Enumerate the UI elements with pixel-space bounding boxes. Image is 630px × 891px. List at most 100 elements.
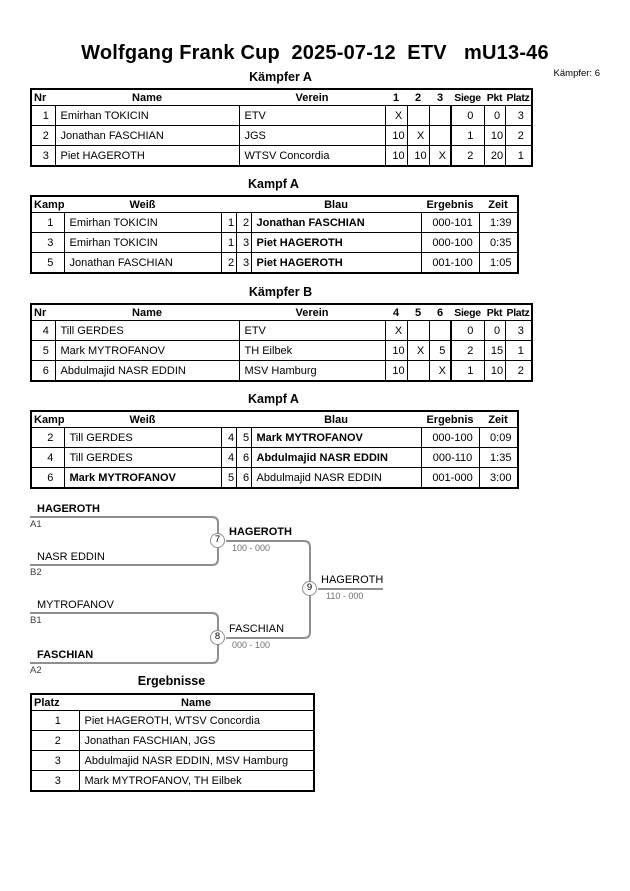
cell-weiss: Jonathan FASCHIAN xyxy=(63,252,222,274)
col-header: Blau xyxy=(251,411,421,428)
col-header: Kampf xyxy=(31,196,64,213)
cell-result: X xyxy=(428,145,452,167)
cell-blau-nr: 3 xyxy=(235,252,252,274)
table-header-row: Platz Name xyxy=(31,694,314,711)
cell-verein: JGS xyxy=(238,125,386,146)
cell-result: 5 xyxy=(428,340,452,361)
col-header: Blau xyxy=(251,196,421,213)
cell-platz: 2 xyxy=(504,360,533,382)
cell-name: Piet HAGEROTH, WTSV Concordia xyxy=(78,710,315,731)
table-row: 5 Jonathan FASCHIAN 2 3 Piet HAGEROTH 00… xyxy=(30,252,519,274)
cell-ergebnis: 000-101 xyxy=(420,212,480,233)
cell-result: X xyxy=(384,105,408,126)
cell-nr: 4 xyxy=(30,320,56,341)
col-header: Verein xyxy=(239,304,385,321)
cell-result: X xyxy=(428,360,452,382)
cell-result: 10 xyxy=(384,125,408,146)
table-row: 3 Abdulmajid NASR EDDIN, MSV Hamburg xyxy=(30,750,315,771)
table-header-row: Nr Name Verein 4 5 6 Siege Pkt Platz xyxy=(31,304,532,321)
matches-a-table: Kampf Weiß Blau Ergebnis Zeit 1 Emirhan … xyxy=(30,195,519,274)
col-header: Zeit xyxy=(479,196,518,213)
table-row: 2 Jonathan FASCHIAN JGS 10 X 1 10 2 xyxy=(30,125,533,146)
bracket-entry-name: MYTROFANOV xyxy=(37,599,115,611)
cell-platz: 3 xyxy=(504,105,533,126)
col-header: Weiß xyxy=(64,411,221,428)
cell-name: Piet HAGEROTH xyxy=(54,145,240,167)
cell-weiss-nr: 2 xyxy=(220,252,237,274)
col-header: 3 xyxy=(429,89,451,106)
cell-platz: 1 xyxy=(30,710,80,731)
col-header-spacer xyxy=(221,196,236,213)
cell-platz: 3 xyxy=(30,750,80,771)
cell-name: Abdulmajid NASR EDDIN xyxy=(54,360,240,382)
table-row: 6 Abdulmajid NASR EDDIN MSV Hamburg 10 X… xyxy=(30,360,533,382)
cell-kampf-nr: 2 xyxy=(30,427,65,448)
cell-result: X xyxy=(406,340,430,361)
cell-blau: Piet HAGEROTH xyxy=(250,252,422,274)
page-title: Wolfgang Frank Cup 2025-07-12 ETV mU13-4… xyxy=(81,42,549,64)
cell-weiss-nr: 5 xyxy=(220,467,237,489)
table-row: 2 Jonathan FASCHIAN, JGS xyxy=(30,730,315,751)
col-header: Platz xyxy=(505,89,532,106)
cell-verein: WTSV Concordia xyxy=(238,145,386,167)
cell-ergebnis: 001-000 xyxy=(420,467,480,489)
cell-name: Mark MYTROFANOV, TH Eilbek xyxy=(78,770,315,792)
cell-result: 10 xyxy=(384,340,408,361)
cell-weiss: Till GERDES xyxy=(63,447,222,468)
col-header: 2 xyxy=(407,89,429,106)
cell-result: X xyxy=(406,125,430,146)
match-number-circle: 9 xyxy=(302,581,317,596)
cell-siege: 1 xyxy=(450,125,485,146)
cell-blau: Mark MYTROFANOV xyxy=(250,427,422,448)
pool-b-table: Nr Name Verein 4 5 6 Siege Pkt Platz 4 T… xyxy=(30,303,533,382)
cell-result xyxy=(428,320,452,341)
cell-result xyxy=(406,105,430,126)
table-row: 6 Mark MYTROFANOV 5 6 Abdulmajid NASR ED… xyxy=(30,467,519,489)
col-header: Weiß xyxy=(64,196,221,213)
cell-verein: ETV xyxy=(238,105,386,126)
cell-result xyxy=(406,360,430,382)
table-row: 1 Piet HAGEROTH, WTSV Concordia xyxy=(30,710,315,731)
final-bracket: HAGEROTH A1 NASR EDDIN B2 MYTROFANOV B1 … xyxy=(0,495,630,690)
cell-result xyxy=(428,105,452,126)
col-header: Ergebnis xyxy=(421,411,479,428)
cell-blau: Abdulmajid NASR EDDIN xyxy=(250,467,422,489)
cell-platz: 2 xyxy=(504,125,533,146)
cell-siege: 1 xyxy=(450,360,485,382)
matches-b-title: Kampf A xyxy=(248,392,299,406)
cell-weiss: Emirhan TOKICIN xyxy=(63,232,222,253)
table-row: 3 Piet HAGEROTH WTSV Concordia 10 10 X 2… xyxy=(30,145,533,167)
col-header: Name xyxy=(55,304,239,321)
bracket-winner-name: HAGEROTH xyxy=(229,526,292,538)
col-header: Zeit xyxy=(479,411,518,428)
cell-kampf-nr: 3 xyxy=(30,232,65,253)
cell-kampf-nr: 4 xyxy=(30,447,65,468)
col-header-spacer xyxy=(236,411,251,428)
col-header: Ergebnis xyxy=(421,196,479,213)
cell-kampf-nr: 1 xyxy=(30,212,65,233)
table-row: 4 Till GERDES 4 6 Abdulmajid NASR EDDIN … xyxy=(30,447,519,468)
bracket-score: 110 - 000 xyxy=(326,591,364,601)
matches-b-table: Kampf Weiß Blau Ergebnis Zeit 2 Till GER… xyxy=(30,410,519,489)
col-header: Kampf xyxy=(31,411,64,428)
table-header-row: Kampf Weiß Blau Ergebnis Zeit xyxy=(31,196,518,213)
bracket-winner-name: FASCHIAN xyxy=(229,623,285,635)
cell-name: Emirhan TOKICIN xyxy=(54,105,240,126)
cell-weiss: Till GERDES xyxy=(63,427,222,448)
cell-blau: Jonathan FASCHIAN xyxy=(250,212,422,233)
col-header: Pkt xyxy=(484,304,505,321)
cell-pkt: 20 xyxy=(483,145,506,167)
cell-platz: 3 xyxy=(30,770,80,792)
cell-weiss-nr: 1 xyxy=(220,232,237,253)
bracket-entry-name: HAGEROTH xyxy=(37,503,100,515)
cell-kampf-nr: 6 xyxy=(30,467,65,489)
cell-zeit: 1:05 xyxy=(478,252,519,274)
cell-pkt: 0 xyxy=(483,105,506,126)
cell-blau-nr: 2 xyxy=(235,212,252,233)
bracket-score: 000 - 100 xyxy=(232,640,271,650)
table-row: 3 Emirhan TOKICIN 1 3 Piet HAGEROTH 000-… xyxy=(30,232,519,253)
table-row: 3 Mark MYTROFANOV, TH Eilbek xyxy=(30,770,315,792)
match-number-circle: 8 xyxy=(210,630,225,645)
table-row: 1 Emirhan TOKICIN 1 2 Jonathan FASCHIAN … xyxy=(30,212,519,233)
cell-weiss-nr: 4 xyxy=(220,427,237,448)
